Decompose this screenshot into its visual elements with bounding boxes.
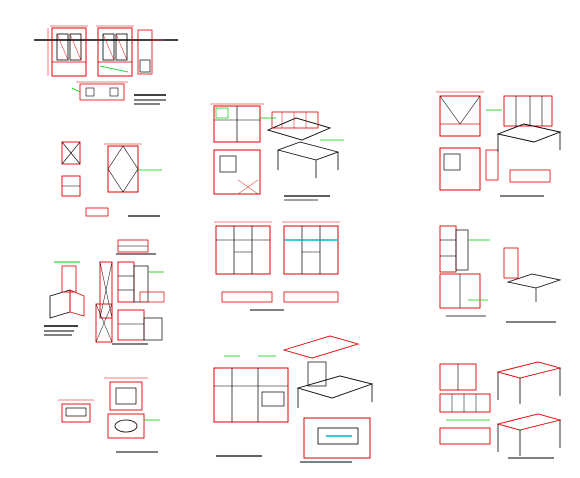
top-left-cabinet-elevations xyxy=(34,25,178,105)
right-bottom-storage xyxy=(439,361,562,459)
right-top-desk-units xyxy=(436,91,562,197)
shelving-units xyxy=(44,239,165,345)
right-mid-shelving xyxy=(439,225,562,323)
center-cabinet-and-desk xyxy=(210,103,344,201)
small-cabinet-details xyxy=(61,141,162,217)
vanity-details xyxy=(58,377,160,453)
center-wardrobe-elevations xyxy=(214,221,340,311)
kitchen-units xyxy=(213,335,374,463)
